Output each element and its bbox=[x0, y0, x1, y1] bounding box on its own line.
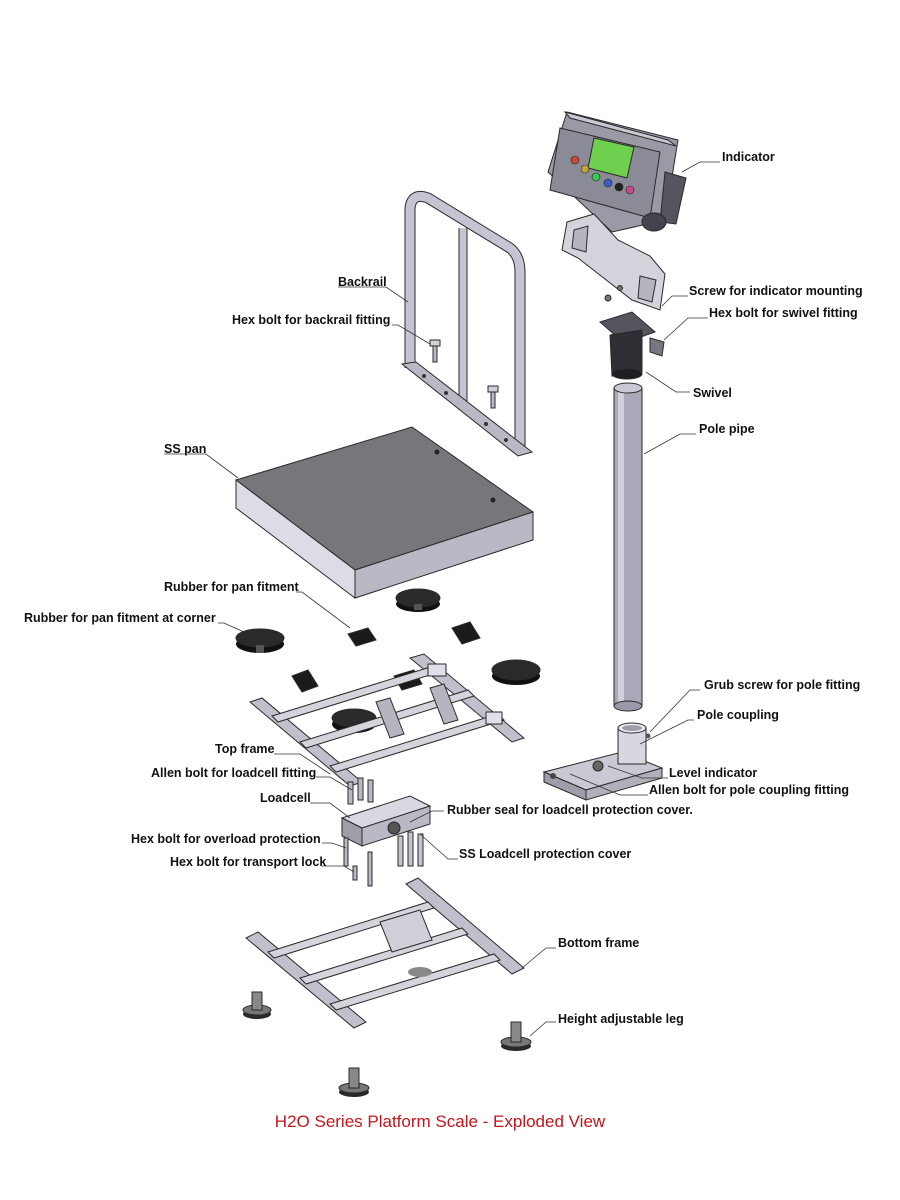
label-top-frame: Top frame bbox=[215, 742, 275, 756]
indicator-screw bbox=[604, 294, 612, 302]
label-screw-indicator-mounting: Screw for indicator mounting bbox=[689, 284, 863, 298]
label-backrail: Backrail bbox=[338, 275, 387, 289]
indicator-display bbox=[587, 137, 635, 179]
label-hex-bolt-overload: Hex bolt for overload protection bbox=[131, 832, 321, 846]
swivel-hex-bolt bbox=[649, 337, 665, 357]
rubber-round-corner bbox=[235, 628, 285, 653]
backrail-hex-bolt bbox=[432, 345, 438, 363]
label-ss-pan: SS pan bbox=[164, 442, 206, 456]
height-adjustable-leg bbox=[500, 1021, 532, 1051]
hex-bolt-overload bbox=[343, 837, 349, 867]
rubber-round bbox=[491, 659, 541, 685]
allen-bolt-loadcell bbox=[367, 779, 374, 803]
label-hex-bolt-transport: Hex bolt for transport lock bbox=[170, 855, 326, 869]
height-adjustable-leg bbox=[242, 991, 272, 1019]
label-hex-bolt-swivel: Hex bolt for swivel fitting bbox=[709, 306, 858, 320]
backrail-hex-bolt bbox=[490, 391, 496, 409]
label-level-indicator: Level indicator bbox=[669, 766, 757, 780]
swivel-part bbox=[598, 311, 665, 380]
level-indicator-bubble bbox=[592, 760, 604, 772]
pole-coupling-part bbox=[542, 722, 664, 801]
label-hex-bolt-backrail: Hex bolt for backrail fitting bbox=[232, 313, 390, 327]
ss-pan-part bbox=[234, 426, 535, 600]
leader-lines bbox=[164, 161, 720, 1037]
top-frame-part bbox=[248, 653, 526, 787]
indicator-part bbox=[547, 111, 687, 311]
label-indicator: Indicator bbox=[722, 150, 775, 164]
label-loadcell: Loadcell bbox=[260, 791, 311, 805]
label-height-leg: Height adjustable leg bbox=[558, 1012, 684, 1026]
label-ss-loadcell-cover: SS Loadcell protection cover bbox=[459, 847, 631, 861]
backrail-part bbox=[400, 190, 534, 457]
diagram-caption: H2O Series Platform Scale - Exploded Vie… bbox=[275, 1112, 606, 1131]
label-allen-bolt-pole: Allen bolt for pole coupling fitting bbox=[649, 783, 849, 797]
hex-bolt-transport bbox=[352, 865, 358, 881]
label-pole-coupling: Pole coupling bbox=[697, 708, 779, 722]
height-adjustable-leg bbox=[338, 1067, 370, 1097]
rubber-square bbox=[451, 621, 481, 645]
part-labels: Indicator Screw for indicator mounting H… bbox=[24, 150, 863, 1026]
loadcell-part bbox=[340, 777, 432, 887]
pole-pipe-part bbox=[613, 382, 643, 712]
rubber-square bbox=[291, 669, 319, 693]
label-rubber-pan-corner: Rubber for pan fitment at corner bbox=[24, 611, 216, 625]
rubber-square bbox=[347, 627, 377, 647]
label-swivel: Swivel bbox=[693, 386, 732, 400]
label-allen-bolt-loadcell: Allen bolt for loadcell fitting bbox=[151, 766, 316, 780]
bottom-frame-part bbox=[245, 877, 525, 1029]
label-pole-pipe: Pole pipe bbox=[699, 422, 755, 436]
allen-bolt-loadcell bbox=[357, 777, 364, 801]
grub-screw bbox=[645, 733, 651, 739]
label-grub-screw: Grub screw for pole fitting bbox=[704, 678, 860, 692]
rubber-seal bbox=[387, 821, 401, 835]
rubber-round bbox=[395, 588, 441, 612]
allen-bolt-loadcell bbox=[347, 781, 354, 805]
label-rubber-pan-fitment: Rubber for pan fitment bbox=[164, 580, 300, 594]
label-rubber-seal: Rubber seal for loadcell protection cove… bbox=[447, 803, 693, 817]
label-bottom-frame: Bottom frame bbox=[558, 936, 639, 950]
